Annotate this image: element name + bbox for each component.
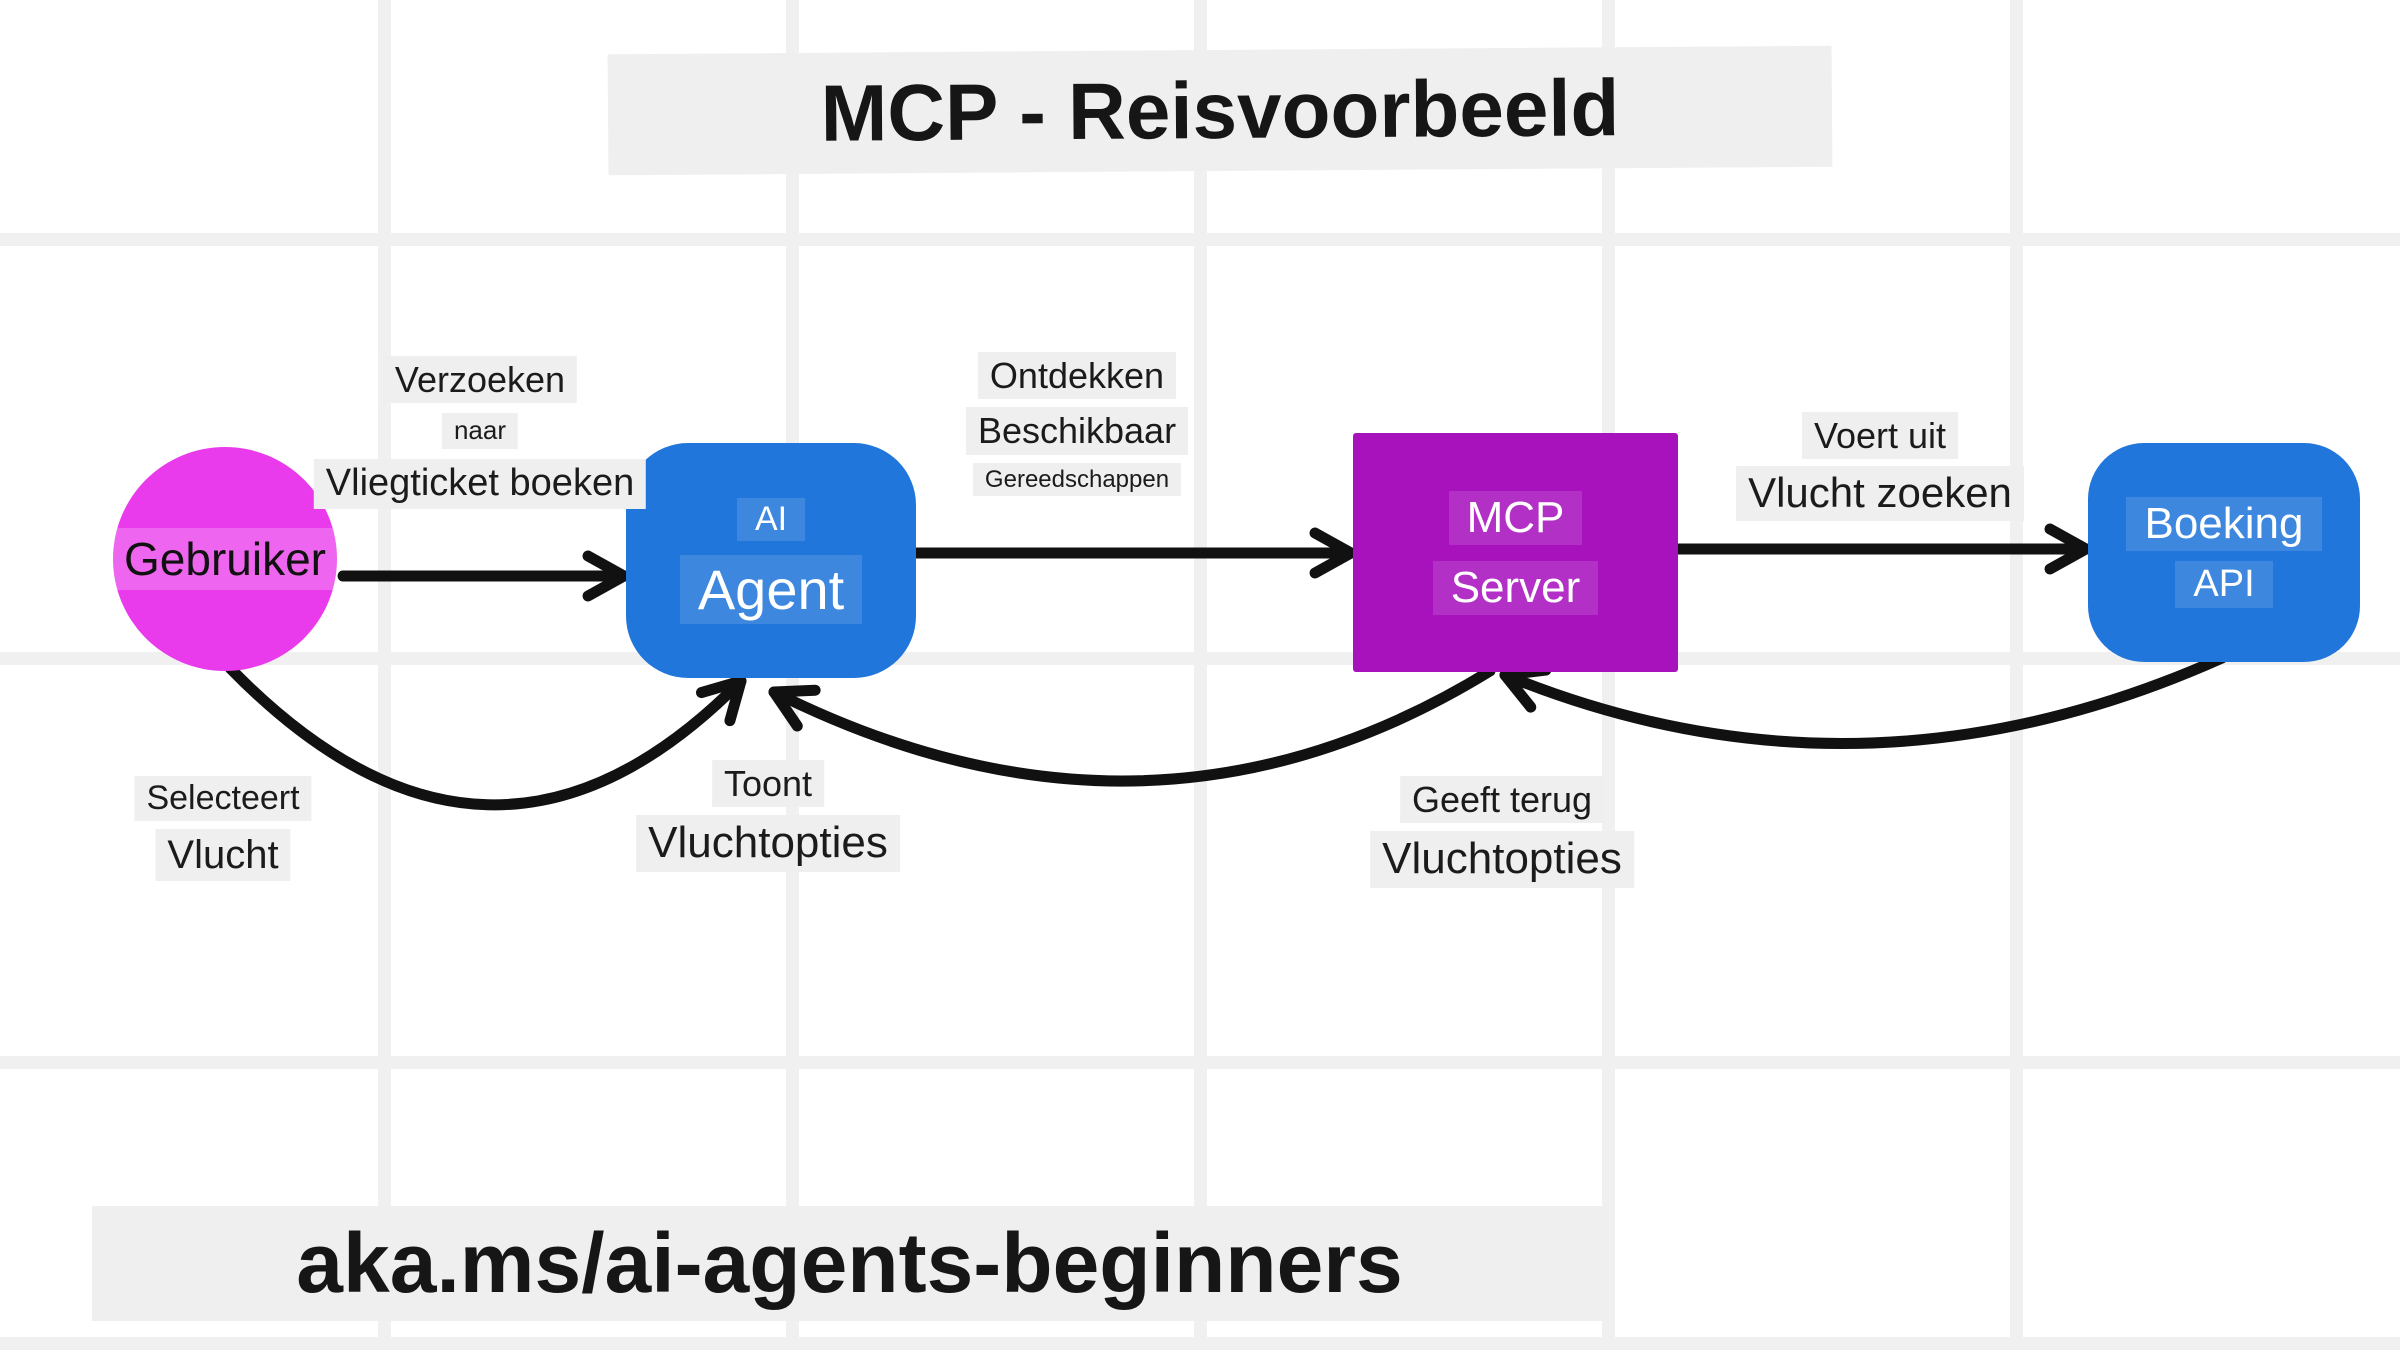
arrow-booking-return-to-mcp [1499, 652, 2228, 749]
booking-api-node-label-line2: API [2175, 561, 2273, 608]
edge-label-discover-line2: Beschikbaar [965, 407, 1189, 455]
user-node: Gebruiker [112, 447, 338, 671]
edge-label-select: Selecteert Vlucht [134, 776, 312, 882]
footer-url-banner: aka.ms/ai-agents-beginners [92, 1206, 1607, 1321]
edge-label-execute: Voert uit Vlucht zoeken [1736, 412, 2024, 521]
ai-agent-node-label-line2: Agent [679, 554, 863, 624]
edge-label-return-line1: Geeft terug [1399, 776, 1605, 824]
ai-agent-node-label-line1: AI [736, 497, 806, 541]
edge-label-discover-line1: Ontdekken [977, 352, 1177, 400]
edge-label-discover-line3: Gereedschappen [972, 462, 1182, 497]
edge-label-request-line3: Vliegticket boeken [313, 459, 647, 509]
mcp-server-node-label-line1: MCP [1448, 490, 1583, 545]
grid-line-vertical [2010, 0, 2023, 1350]
edge-label-execute-line1: Voert uit [1801, 412, 1959, 460]
edge-label-show-line1: Toont [711, 760, 825, 808]
grid-line-vertical [378, 0, 391, 1350]
edge-label-return-line2: Vluchtopties [1370, 831, 1634, 888]
edge-label-return: Geeft terug Vluchtopties [1370, 776, 1634, 888]
booking-api-node-label-line1: Boeking [2126, 497, 2322, 551]
ai-agent-node: AI Agent [626, 443, 916, 678]
arrow-user-select-to-agent [224, 662, 747, 811]
edge-label-execute-line2: Vlucht zoeken [1736, 466, 2024, 521]
diagram-title-text: MCP - Reisvoorbeeld [820, 62, 1620, 158]
user-node-label: Gebruiker [112, 528, 338, 590]
edge-label-show-line2: Vluchtopties [636, 815, 900, 872]
mcp-server-node-label-line2: Server [1432, 560, 1599, 615]
arrow-mcp-return-to-agent [768, 665, 1496, 787]
booking-api-node: Boeking API [2088, 443, 2360, 662]
grid-line-vertical [1194, 0, 1207, 1350]
edge-label-select-line1: Selecteert [134, 776, 312, 822]
edge-label-show: Toont Vluchtopties [636, 760, 900, 872]
edge-label-request: Verzoeken naar Vliegticket boeken [313, 356, 647, 509]
edge-label-select-line2: Vlucht [155, 829, 291, 882]
edge-label-request-line1: Verzoeken [382, 356, 578, 404]
grid-line-vertical [1602, 0, 1615, 1350]
diagram-title: MCP - Reisvoorbeeld [607, 45, 1833, 176]
mcp-server-node: MCP Server [1353, 433, 1678, 672]
edge-label-discover: Ontdekken Beschikbaar Gereedschappen [965, 352, 1189, 497]
footer-url-text: aka.ms/ai-agents-beginners [296, 1216, 1403, 1310]
edge-label-request-line2: naar [441, 413, 519, 450]
